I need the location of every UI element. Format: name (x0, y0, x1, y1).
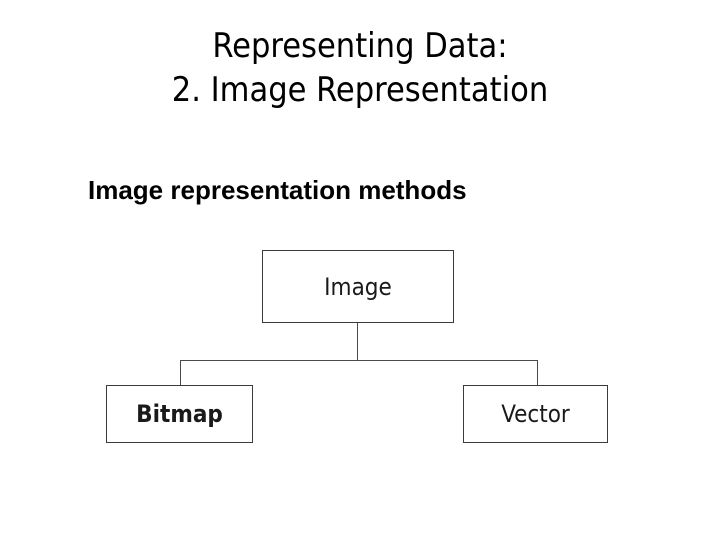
node-image[interactable]: Image (262, 250, 462, 331)
node-vector[interactable]: Vector (463, 385, 616, 451)
node-bitmap-label: Bitmap (136, 400, 223, 428)
connector-root-stem (357, 323, 358, 361)
slide-title: Representing Data: 2. Image Representati… (0, 24, 720, 112)
connector-drop-bitmap (180, 360, 181, 385)
node-image-label: Image (324, 272, 392, 301)
slide-title-line-1: Representing Data: (212, 26, 508, 66)
connector-drop-vector (537, 360, 538, 385)
section-heading: Image representation methods (88, 175, 467, 205)
node-vector-label: Vector (501, 400, 570, 428)
slide-title-line-2: 2. Image Representation (171, 70, 549, 110)
connector-horizontal-bus (180, 360, 538, 361)
node-bitmap[interactable]: Bitmap (106, 385, 261, 451)
